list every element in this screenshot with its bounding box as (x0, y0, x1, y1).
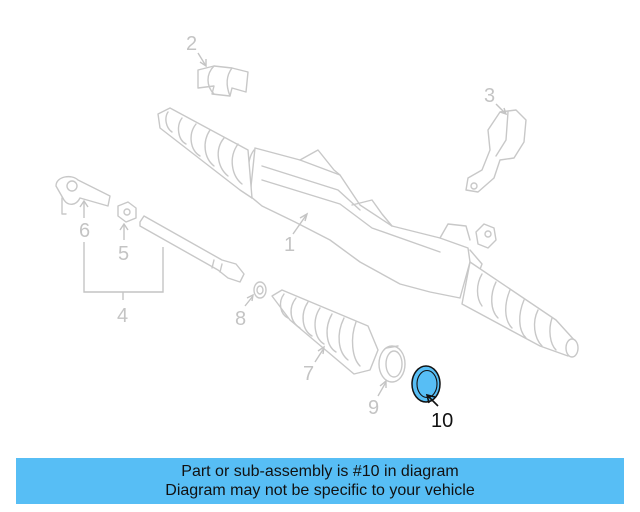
svg-text:5: 5 (118, 243, 129, 265)
svg-text:6: 6 (79, 220, 90, 242)
banner-line-2: Diagram may not be specific to your vehi… (165, 482, 475, 499)
part-6-tie-rod-end (55, 175, 111, 215)
svg-text:7: 7 (303, 363, 314, 385)
part-1-left-boot (157, 107, 253, 199)
part-9-ring-clamp (378, 345, 406, 383)
svg-text:10: 10 (431, 410, 453, 432)
callout-5: 5 (118, 222, 129, 265)
banner-line-1: Part or sub-assembly is #10 in diagram (181, 463, 459, 480)
callout-9: 9 (368, 379, 387, 419)
callout-10: 10 (425, 393, 453, 432)
part-8-clamp (253, 281, 267, 299)
svg-text:1: 1 (284, 234, 295, 256)
callout-6: 6 (79, 199, 90, 242)
part-4-inner-tie-rod (139, 215, 245, 283)
callout-1: 1 (284, 212, 309, 256)
callout-7: 7 (303, 345, 325, 385)
info-banner: Part or sub-assembly is #10 in diagram D… (16, 458, 624, 504)
svg-text:3: 3 (484, 85, 495, 107)
callout-8: 8 (235, 293, 254, 330)
svg-text:8: 8 (235, 308, 246, 330)
part-5-nut (117, 201, 137, 223)
callout-3: 3 (484, 85, 508, 116)
svg-text:2: 2 (186, 33, 197, 55)
svg-text:9: 9 (368, 397, 379, 419)
part-3-bracket (465, 109, 527, 193)
callout-2: 2 (186, 33, 207, 68)
part-10-seal-highlighted[interactable] (411, 365, 441, 403)
part-1-steering-rack (247, 147, 497, 299)
svg-text:4: 4 (117, 305, 128, 327)
part-2-bushing (197, 65, 249, 97)
part-7-boot (271, 289, 379, 375)
part-1-right-boot (461, 261, 579, 358)
callout-4: 4 (83, 242, 164, 327)
